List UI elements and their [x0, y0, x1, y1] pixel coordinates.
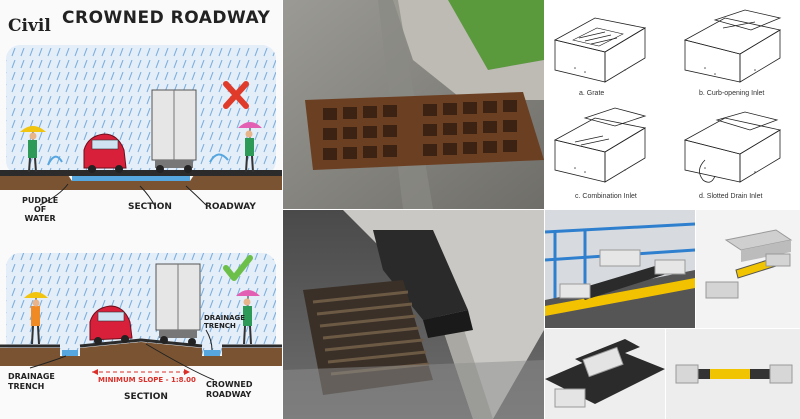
puddle-arrow: [39, 183, 69, 206]
label-drainage-trench-left: DRAINAGE TRENCH: [8, 372, 55, 391]
trench-water-right: [204, 350, 220, 356]
grate-inlet-image: [283, 0, 544, 209]
label-puddle-of-water: PUDDLE OF WATER: [22, 196, 59, 223]
caption-grate: a. Grate: [579, 90, 605, 97]
label-minimum-slope: MINIMUM SLOPE - 1:8.00: [98, 376, 196, 384]
car-bottom: [89, 305, 133, 345]
curb-inlet-image: [283, 210, 544, 419]
combination-inlet-diagram: [553, 107, 647, 183]
section-arrow-top: [139, 185, 157, 209]
grate-diagram: [553, 17, 647, 83]
trench-drain-bridge-render: [545, 210, 695, 328]
top-puddle: [72, 176, 190, 181]
label-section-bottom: SECTION: [124, 392, 168, 402]
caption-slotted-drain: d. Slotted Drain Inlet: [699, 193, 763, 200]
correct-check-icon: [223, 255, 253, 281]
bottom-ground: [0, 342, 282, 366]
wrong-cross-icon: [223, 81, 249, 109]
grate-inlet-photo: [283, 0, 544, 209]
trench-arrow-right: [205, 329, 213, 351]
person-right-top: [238, 122, 262, 173]
top-rain: [6, 45, 276, 175]
trench-drain-grid-render: [545, 329, 665, 419]
person-right-bottom: [236, 290, 260, 345]
yellow-channel: [710, 369, 750, 379]
person-left-top: [20, 126, 46, 173]
caption-curb-opening: b. Curb-opening Inlet: [699, 90, 765, 97]
slotted-drain-diagram: [683, 111, 782, 183]
top-road-surface: [0, 170, 282, 176]
bottom-rain: [6, 253, 276, 355]
label-roadway: ROADWAY: [205, 202, 256, 212]
civil-logo: Civil: [8, 16, 51, 44]
curb-opening-hood: [373, 230, 473, 338]
crowned-arrow: [145, 343, 215, 381]
storm-grate: [305, 92, 544, 170]
wet-road: [283, 360, 544, 419]
label-drainage-trench-right: DRAINAGE TRENCH: [204, 314, 246, 330]
trench-drain-grid-image: [545, 329, 665, 419]
curb-opening-diagram: [683, 9, 782, 83]
trench-arrow-left: [29, 355, 67, 369]
truck-bottom: [155, 263, 201, 346]
roadway-arrow: [185, 185, 207, 206]
top-ground: [0, 175, 282, 190]
junction-box: [582, 346, 624, 378]
crowned-roadway-sketch: [0, 45, 282, 381]
trench-water-left: [62, 350, 78, 356]
inlet-types-diagram: a. Grate b. Curb-opening Inlet c. Combin…: [545, 0, 800, 209]
grass: [448, 0, 544, 70]
truck-top: [151, 89, 197, 173]
trench-drain-line-image: [666, 329, 800, 419]
trench-box: [599, 249, 641, 267]
trench-drain-unit-image: [696, 210, 800, 328]
label-section-top: SECTION: [128, 202, 172, 212]
car-top: [83, 133, 127, 173]
logo-text: Civil: [8, 16, 51, 36]
curb-inlet-photo: [283, 210, 544, 419]
crowned-roadway-illustration: Civil CROWNED ROADWAY PUDDLE OF WATER SE…: [0, 0, 282, 419]
caption-combination: c. Combination Inlet: [575, 193, 637, 200]
trench-drain-unit-render: [696, 210, 800, 328]
page-title: CROWNED ROADWAY: [62, 8, 271, 28]
curb: [393, 0, 544, 100]
trench-drain-line-render: [666, 329, 800, 419]
inlet-types-drawings: [553, 9, 782, 183]
trench-drain-bridge-image: [545, 210, 695, 328]
person-left-bottom: [24, 292, 48, 345]
label-crowned-roadway: CROWNED ROADWAY: [206, 380, 253, 399]
